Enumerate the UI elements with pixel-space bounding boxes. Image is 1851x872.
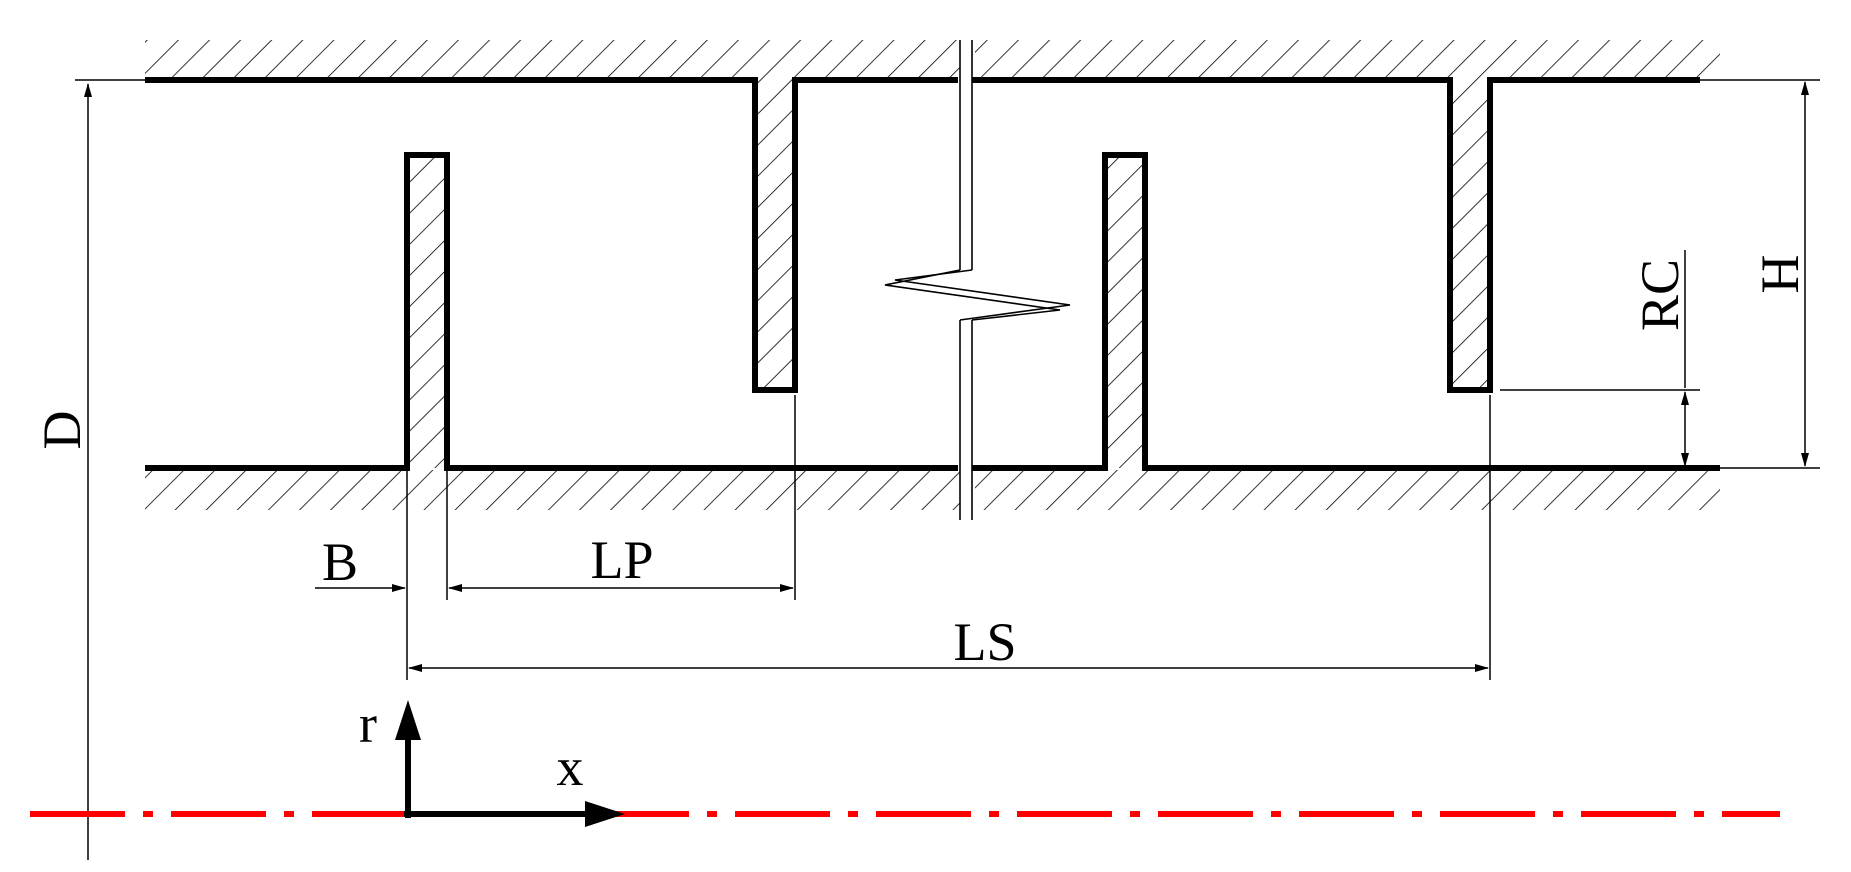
- rotor-hatching: [145, 470, 1720, 510]
- rotor-contour-right: [972, 152, 1720, 471]
- break-line: [884, 40, 1071, 520]
- stator-tooth-2: [1450, 80, 1490, 390]
- stator-contour: [145, 77, 958, 393]
- rotor-tooth-2: [1105, 155, 1145, 468]
- stator-contour-right: [972, 77, 1700, 393]
- label-rc: RC: [1630, 259, 1690, 331]
- dimension-ls: LS: [408, 395, 1491, 680]
- rotor-tooth-1: [407, 155, 447, 468]
- label-d: D: [32, 411, 92, 450]
- label-ls: LS: [953, 612, 1016, 672]
- rotor-contour: [145, 152, 958, 471]
- stator-tooth-1: [755, 80, 795, 390]
- dimension-lp: LP: [448, 395, 796, 600]
- label-r: r: [359, 694, 377, 754]
- dimension-h: H: [1700, 79, 1820, 469]
- label-x: x: [557, 737, 584, 797]
- label-h: H: [1750, 255, 1810, 294]
- dimension-d: D: [32, 79, 145, 860]
- stator-hatching: [145, 40, 1720, 80]
- dimension-rc: RC: [1500, 250, 1700, 467]
- dimension-b: B: [315, 468, 448, 680]
- label-b: B: [322, 532, 358, 592]
- coordinate-axes: r x: [359, 694, 625, 827]
- label-lp: LP: [590, 530, 653, 590]
